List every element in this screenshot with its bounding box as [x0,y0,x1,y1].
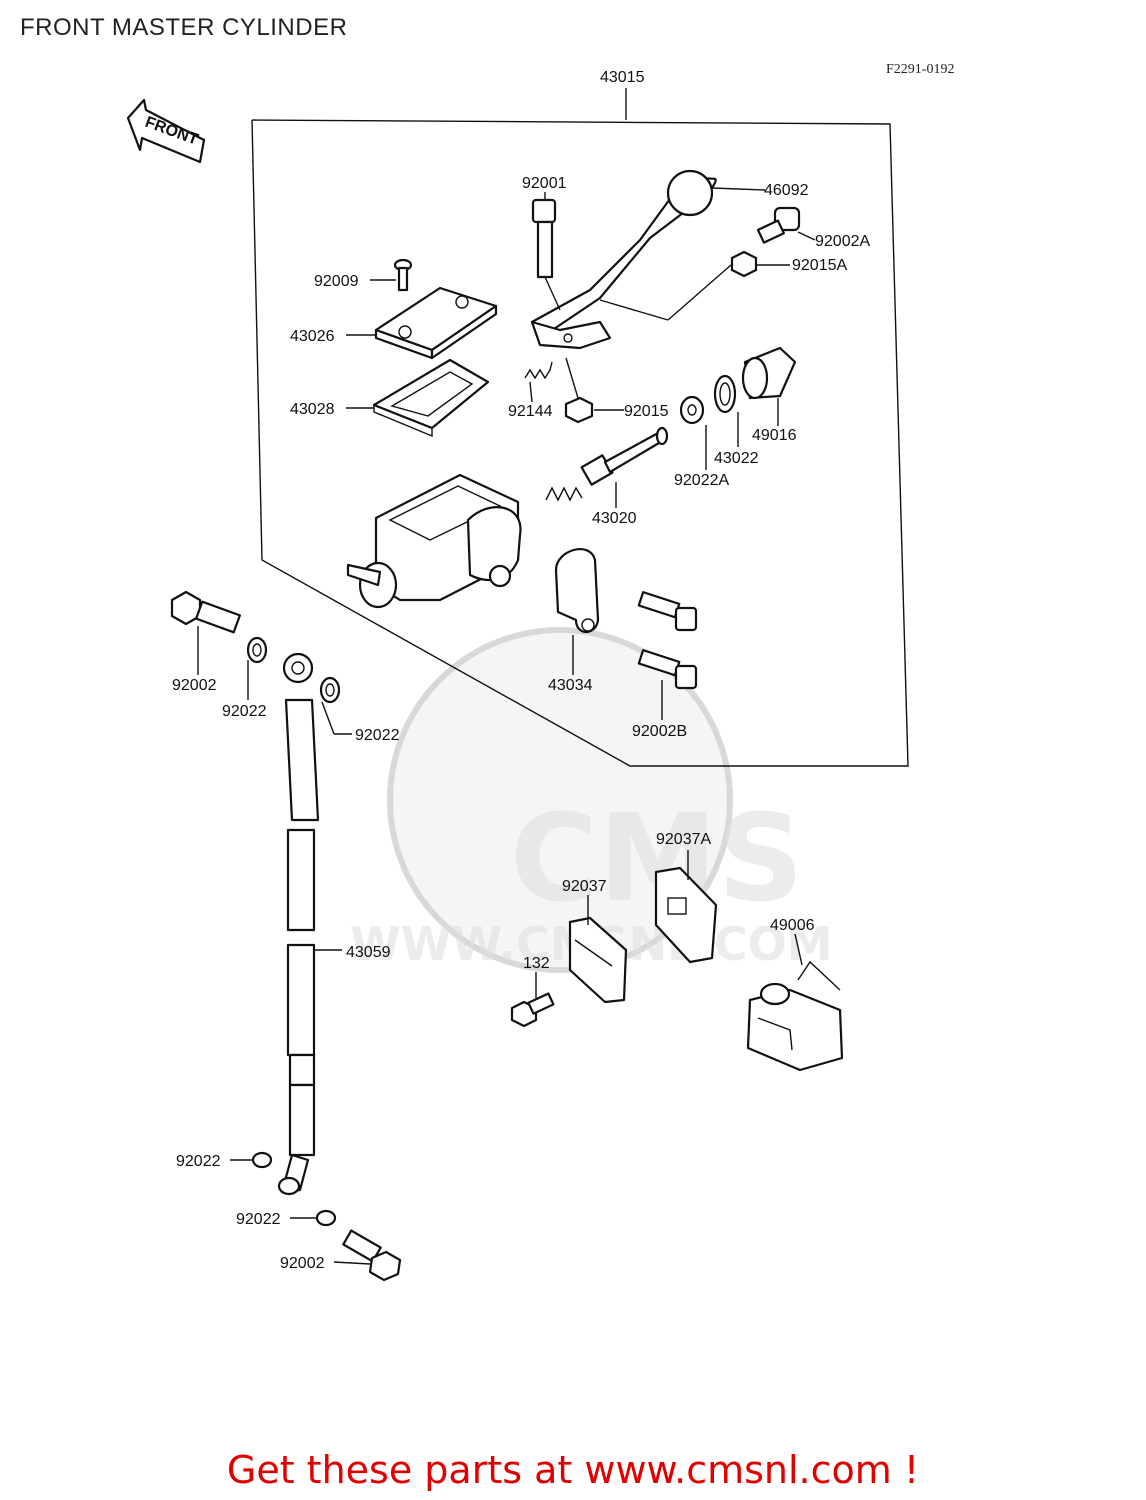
callout-92015A: 92015A [792,257,847,274]
nut-92015 [564,357,594,424]
callout-92002A: 92002A [815,233,870,250]
washer-92022-a [246,636,268,664]
callout-92037A: 92037A [656,831,711,848]
brake-lever [530,169,717,350]
clamp-43034 [554,548,600,634]
washer-92022-b [319,676,341,704]
bolt-92002A [756,206,801,244]
diagram-reference-code: F2291-0192 [886,62,955,77]
callout-43059: 43059 [346,944,391,961]
callout-92009: 92009 [314,273,359,290]
callout-92037: 92037 [562,878,607,895]
bracket-92037A [654,866,718,964]
callout-92144: 92144 [508,403,553,420]
banjo-bolt-92002-top [170,590,241,634]
piston-assembly-43020 [545,426,669,502]
callout-labels: 43015 92001 46092 92002A 92009 92015A 43… [172,69,870,1272]
circlip-43022 [713,374,737,414]
switch-49006 [746,960,844,1072]
bolt-132 [510,992,555,1028]
leader-lines [197,187,816,1265]
pivot-bolt-92001 [531,198,561,311]
callout-92022-b: 92022 [355,727,400,744]
screw-92009 [393,258,413,292]
bracket-92037 [568,916,628,1004]
callout-49016: 49016 [752,427,797,444]
master-cylinder-body [346,473,522,609]
page-title: FRONT MASTER CYLINDER [20,14,348,41]
reservoir-cap-43026 [374,286,498,360]
callout-92002-bottom: 92002 [280,1255,325,1272]
callout-43028: 43028 [290,401,335,418]
boot-49016 [741,346,797,400]
washer-92022-c [251,1151,273,1169]
callout-92022-a: 92022 [222,703,267,720]
callout-43022: 43022 [714,450,759,467]
callout-43026: 43026 [290,328,335,345]
callout-49006: 49006 [770,917,815,934]
assembly-box-43015 [251,88,909,767]
callout-43034: 43034 [548,677,593,694]
washer-92022-d [315,1209,337,1227]
callout-92015: 92015 [624,403,669,420]
diaphragm-43028 [372,358,490,438]
callout-92022-d: 92022 [236,1211,281,1228]
promo-link-text[interactable]: Get these parts at www.cmsnl.com ! [226,1448,920,1492]
callout-43020: 43020 [592,510,637,527]
callout-92022-c: 92022 [176,1153,221,1170]
callout-92002-top: 92002 [172,677,217,694]
brake-hose-43059 [277,652,320,1196]
front-arrow: FRONT [126,98,206,164]
nut-92015A [599,250,758,321]
callout-132: 132 [523,955,550,972]
bolt-92002B-lower [637,649,698,690]
callout-46092: 46092 [764,182,809,199]
callout-92022A: 92022A [674,472,729,489]
callout-92002B: 92002B [632,723,687,740]
washer-92022A [679,395,705,425]
spring-92144 [524,361,553,380]
banjo-bolt-92002-bottom [342,1229,402,1282]
callout-92001: 92001 [522,175,567,192]
bolt-92002B-upper [637,591,698,632]
callout-43015: 43015 [600,69,645,86]
